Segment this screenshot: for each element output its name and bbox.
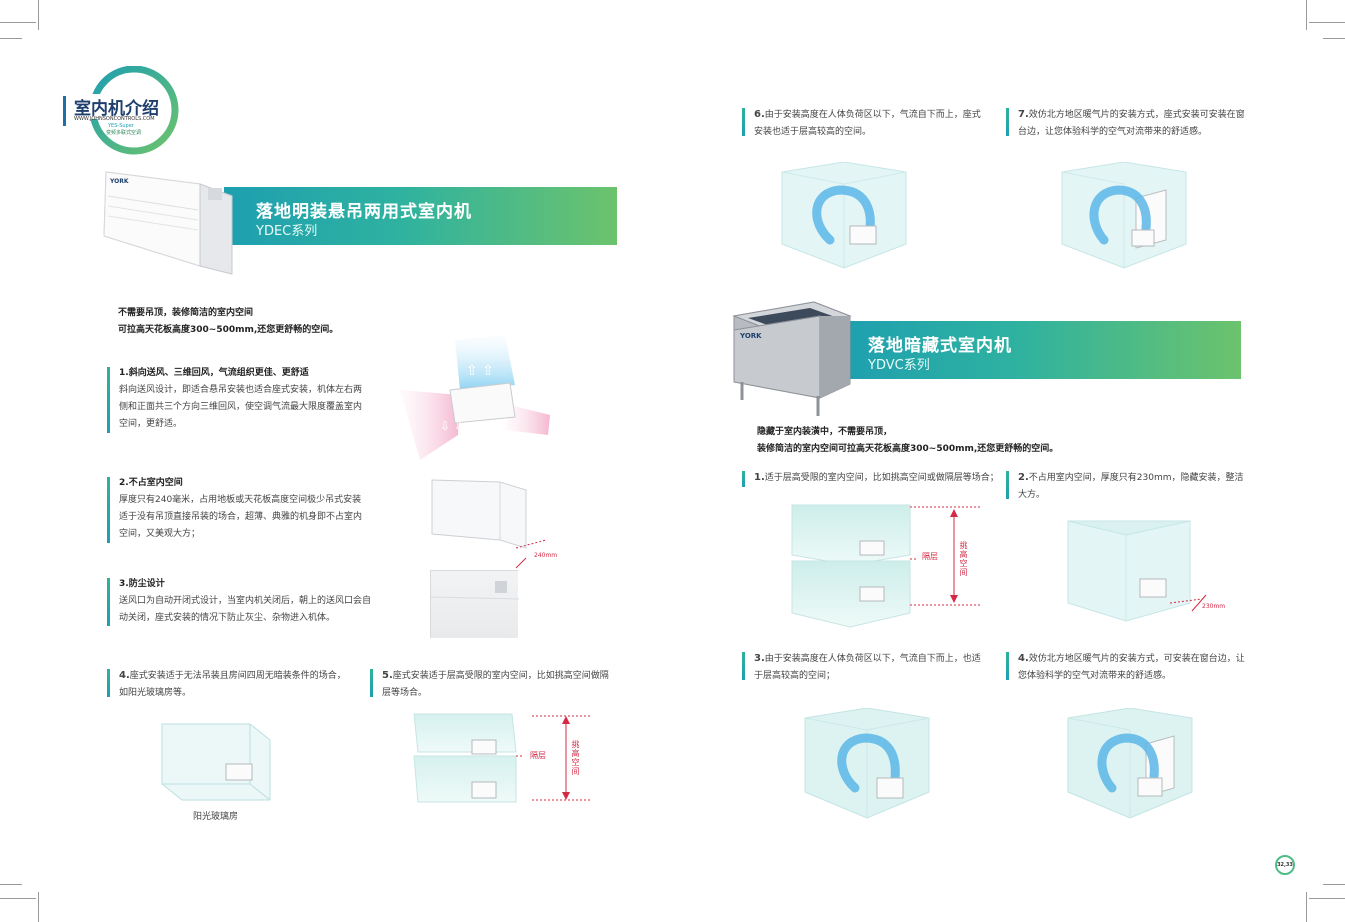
- feature-num: 6.: [754, 109, 765, 120]
- feature-text: 厚度只有240毫米，占用地板或天花板高度空间极少吊式安装适于没有吊顶直接吊装的场…: [119, 495, 363, 539]
- thin-install-room: 230mm: [1066, 515, 1236, 625]
- feature-num: 2.: [1018, 472, 1029, 483]
- floor-label: 隔层: [530, 751, 546, 760]
- ydvc-banner: 落地暗藏式室内机 YDVC系列: [838, 321, 1241, 379]
- badge-brand: YES-Super: [108, 123, 134, 129]
- ydec-feature-4: 4.座式安装适于无法吊装且房间四周无暗装条件的场合，如阳光玻璃房等。: [107, 667, 352, 702]
- crop-mark: [0, 22, 36, 23]
- ydec-intro-2: 可拉高天花板高度300~500mm,还您更舒畅的空间。: [118, 325, 339, 335]
- sunroom-caption: 阳光玻璃房: [193, 812, 239, 822]
- feature-num: 1.: [754, 472, 765, 483]
- badge-subline: 变频多联式空调: [106, 130, 142, 136]
- feature-7: 7.效仿北方地区暖气片的安装方式，座式安装可安装在窗台边，让您体验科学的空气对流…: [1006, 106, 1251, 141]
- crop-mark: [1309, 898, 1345, 899]
- crop-mark: [1306, 892, 1307, 922]
- ydec-feature-3: 3.防尘设计 送风口为自动开闭式设计，当室内机关闭后，朝上的送风口会自动关闭，座…: [107, 576, 375, 627]
- feature-num: 3.: [119, 579, 129, 589]
- ydec-intro-1: 不需要吊顶，装修简洁的室内空间: [118, 308, 254, 318]
- crop-mark: [38, 0, 39, 30]
- crop-mark: [1323, 884, 1345, 885]
- svg-text:⇧ ⇧: ⇧ ⇧: [466, 363, 494, 379]
- feature-text: 送风口为自动开闭式设计，当室内机关闭后，朝上的送风口会自动关闭，座式安装的情况下…: [119, 596, 372, 623]
- crop-mark: [0, 898, 36, 899]
- ydec-banner-series: YDEC系列: [256, 224, 318, 239]
- page-number-badge: 32,33: [1275, 855, 1295, 875]
- feature-text: 座式安装适于无法吊装且房间四周无暗装条件的场合，如阳光玻璃房等。: [119, 671, 346, 698]
- crop-mark: [38, 892, 39, 922]
- ydvc-feature-3: 3.由于安装高度在人体负荷区以下，气流自下而上，也适于层高较高的空间；: [742, 650, 987, 685]
- dimension-230mm: 230mm: [1202, 603, 1226, 610]
- badge-title: 室内机介绍: [72, 94, 161, 119]
- sunroom-illustration: [160, 720, 275, 802]
- ydec-banner-title: 落地明装悬吊两用式室内机: [256, 202, 472, 222]
- feature-6: 6.由于安装高度在人体负荷区以下，气流自下而上，座式安装也适于层高较高的空间。: [742, 106, 987, 141]
- crop-mark: [1306, 0, 1307, 30]
- ydec-feature-5: 5.座式安装适于层高受限的室内空间，比如挑高空间做隔层等场合。: [370, 667, 615, 702]
- airflow-room-6: [780, 161, 908, 270]
- height-label: 挑高空间: [571, 740, 580, 776]
- feature-title: 斜向送风、三维回风，气流组织更佳、更舒适: [128, 368, 309, 378]
- feature-text: 不占用室内空间，厚度只有230mm，隐藏安装，整洁大方。: [1018, 473, 1244, 500]
- crop-mark: [0, 38, 22, 39]
- feature-text: 适于层高受限的室内空间，比如挑高空间或做隔层等场合；: [764, 473, 999, 483]
- mezzanine-illustration-right: 隔层 挑高空间: [790, 503, 985, 631]
- page-number: 32,33: [1277, 862, 1293, 868]
- feature-title: 不占室内空间: [128, 478, 183, 488]
- feature-num: 4.: [119, 670, 130, 681]
- feature-num: 1.: [119, 368, 129, 378]
- ydec-unit-closeup: [430, 570, 520, 638]
- ydvc-intro-1: 隐藏于室内装潢中，不需要吊顶，: [757, 427, 893, 437]
- ydec-feature-1: 1.斜向送风、三维回风，气流组织更佳、更舒适 斜向送风设计，即适合悬吊安装也适合…: [107, 365, 367, 433]
- airflow-room-7: [1060, 161, 1188, 270]
- section-badge: 室内机介绍 WWW.JOHNSONCONTROLS.COM YES-Super …: [60, 66, 180, 158]
- ydvc-product-image: YORK: [728, 296, 853, 418]
- crop-mark: [1309, 22, 1345, 23]
- feature-num: 5.: [382, 670, 393, 681]
- feature-text: 由于安装高度在人体负荷区以下，气流自下而上，座式安装也适于层高较高的空间。: [754, 110, 981, 137]
- feature-num: 2.: [119, 478, 129, 488]
- ydvc-feature-4: 4.效仿北方地区暖气片的安装方式，可安装在窗台边，让您体验科学的空气对流带来的舒…: [1006, 650, 1251, 685]
- feature-text: 斜向送风设计，即适合悬吊安装也适合座式安装，机体左右两侧和正面共三个方向三维回风…: [119, 385, 363, 429]
- ydec-banner: 落地明装悬吊两用式室内机 YDEC系列: [224, 187, 617, 245]
- ydec-feature-2: 2.不占室内空间 厚度只有240毫米，占用地板或天花板高度空间极少吊式安装适于没…: [107, 475, 367, 543]
- ydec-logo: YORK: [110, 178, 129, 185]
- ydvc-intro-2: 装修简洁的室内空间可拉高天花板高度300~500mm,还您更舒畅的空间。: [757, 444, 1059, 454]
- feature-num: 7.: [1018, 109, 1029, 120]
- feature-text: 效仿北方地区暖气片的安装方式，可安装在窗台边，让您体验科学的空气对流带来的舒适感…: [1018, 654, 1245, 681]
- crop-mark: [1323, 38, 1345, 39]
- mezzanine-illustration-left: 隔层 挑高空间: [412, 712, 597, 820]
- ydvc-logo: YORK: [740, 332, 762, 340]
- ydec-product-image: YORK: [100, 166, 234, 276]
- airflow-illustration: ⇧ ⇧ ⇩ ⇩: [400, 335, 550, 465]
- airflow-room-ydvc-4: [1066, 707, 1194, 820]
- feature-text: 由于安装高度在人体负荷区以下，气流自下而上，也适于层高较高的空间；: [754, 654, 981, 681]
- ydec-thin-unit: 240mm: [430, 478, 560, 578]
- badge-url: WWW.JOHNSONCONTROLS.COM: [74, 116, 155, 122]
- ydvc-banner-series: YDVC系列: [868, 358, 930, 373]
- feature-title: 防尘设计: [128, 579, 165, 589]
- feature-num: 4.: [1018, 653, 1029, 664]
- height-label: 挑高空间: [959, 541, 968, 577]
- ydvc-feature-2: 2.不占用室内空间，厚度只有230mm，隐藏安装，整洁大方。: [1006, 469, 1246, 504]
- svg-text:⇩ ⇩: ⇩ ⇩: [440, 419, 464, 433]
- floor-label: 隔层: [922, 552, 938, 561]
- feature-text: 效仿北方地区暖气片的安装方式，座式安装可安装在窗台边，让您体验科学的空气对流带来…: [1018, 110, 1245, 137]
- airflow-room-ydvc-3: [803, 707, 931, 820]
- dimension-240mm: 240mm: [534, 552, 558, 559]
- crop-mark: [0, 884, 22, 885]
- ydvc-banner-title: 落地暗藏式室内机: [868, 336, 1012, 356]
- feature-text: 座式安装适于层高受限的室内空间，比如挑高空间做隔层等场合。: [382, 671, 609, 698]
- ydvc-feature-1: 1.适于层高受限的室内空间，比如挑高空间或做隔层等场合；: [742, 469, 1004, 487]
- feature-num: 3.: [754, 653, 765, 664]
